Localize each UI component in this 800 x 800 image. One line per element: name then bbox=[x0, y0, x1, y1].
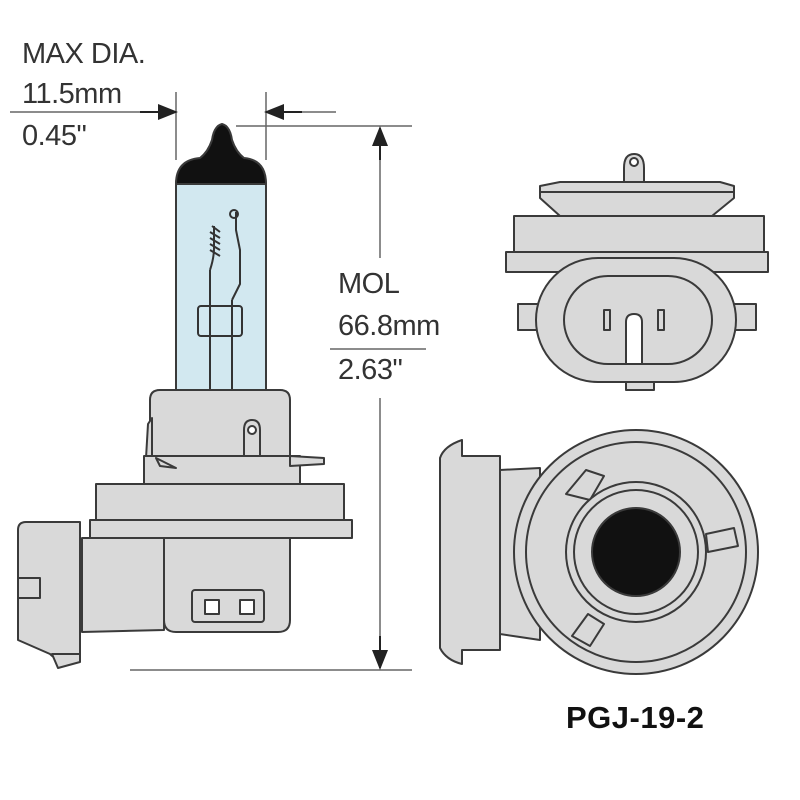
bulb-end-view bbox=[439, 429, 759, 675]
filament bbox=[197, 209, 243, 390]
collar bbox=[149, 389, 291, 459]
bulb-side-view bbox=[17, 123, 353, 669]
max-dia-metric: 11.5mm bbox=[22, 78, 122, 110]
mol-metric: 66.8mm bbox=[338, 310, 440, 342]
mol-label: MOL bbox=[338, 268, 400, 300]
base-type-label: PGJ-19-2 bbox=[566, 700, 705, 735]
mol-dimension bbox=[130, 125, 426, 671]
glass-capsule bbox=[175, 159, 267, 391]
mol-imperial: 2.63" bbox=[338, 354, 403, 386]
end-view-latch bbox=[439, 439, 501, 665]
max-dia-imperial: 0.45" bbox=[22, 120, 87, 152]
bulb-top-view bbox=[505, 153, 769, 391]
socket-hole bbox=[591, 507, 681, 597]
max-dia-label: MAX DIA. bbox=[22, 38, 146, 70]
black-tip bbox=[175, 123, 267, 185]
